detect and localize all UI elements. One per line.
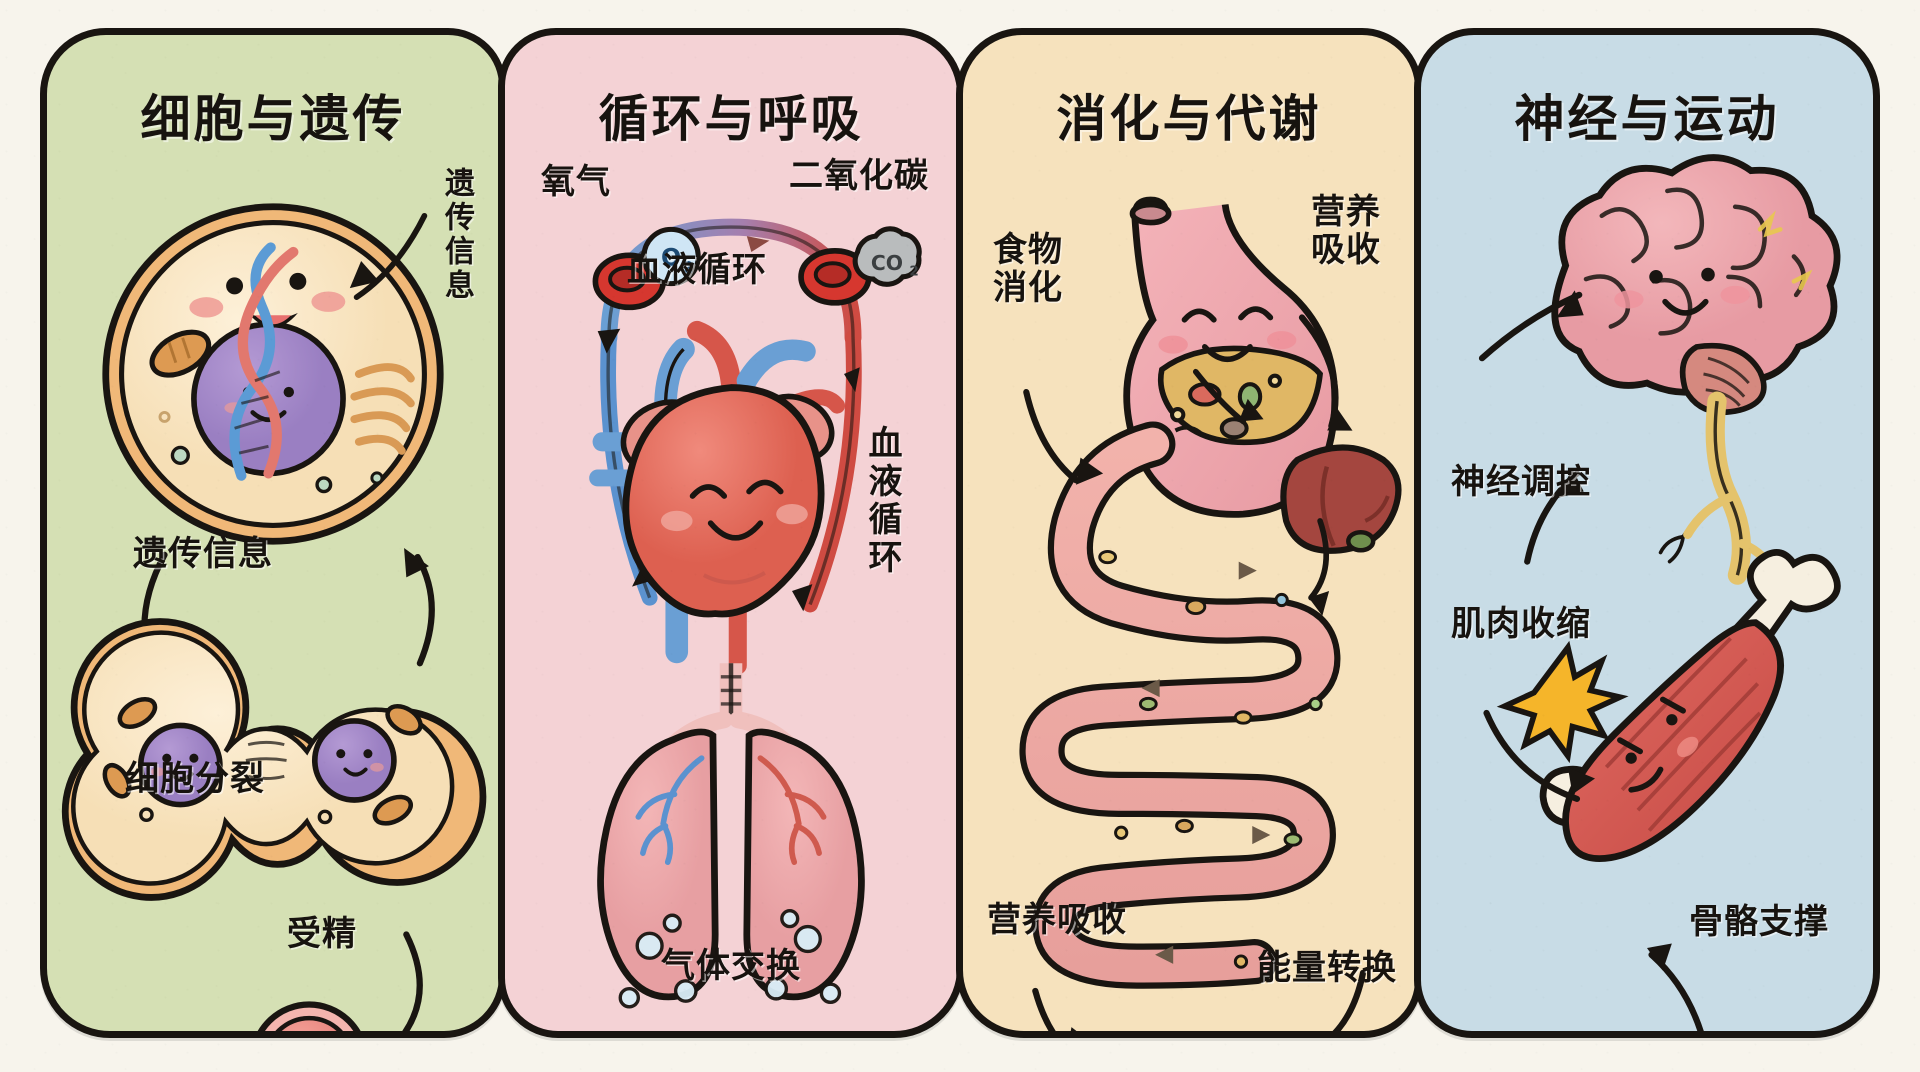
panel-nerves-movement[interactable]: 神经与运动 [1414, 28, 1880, 1038]
arrow-energy [1332, 969, 1367, 1031]
spark-figure [1496, 640, 1629, 764]
svg-text:2: 2 [909, 264, 918, 280]
panel-title-digestion-metabolism: 消化与代谢 [1056, 90, 1322, 148]
arrow-loop-right-down [843, 367, 860, 393]
arrow-to-fertilization [402, 931, 423, 1031]
label-gas-exchange: 气体交换 [661, 945, 801, 986]
arrow-nutrient-bottom [1032, 987, 1056, 1031]
co2-molecule-figure: CO 2 [852, 226, 922, 287]
lungs-figure [597, 663, 865, 1009]
arrow-food-digestion [1023, 388, 1080, 484]
stomach-figure [1123, 196, 1339, 518]
label-fertilization: 受精 [287, 914, 357, 954]
arrow-skeletal-support [1648, 951, 1704, 1031]
label-food-digestion: 食物 消化 [993, 230, 1063, 309]
heart-figure [589, 320, 846, 675]
golgi [350, 363, 415, 455]
muscle-bone-figure [1539, 549, 1841, 862]
arrow-genetic-info [353, 212, 428, 300]
label-skeletal-support: 骨骼支撑 [1689, 901, 1829, 942]
label-genetic-info: 遗传信息 [133, 534, 273, 574]
circulation-artwork: O 2 CO 2 [589, 218, 922, 1009]
panel-circulation-respiration[interactable]: 循环与呼吸 [498, 28, 964, 1038]
label-blood-circulation-vertical: 血液循环 [862, 425, 902, 577]
mitochondrion [149, 329, 212, 378]
svg-text:O: O [661, 244, 681, 272]
arrow-to-brain [1478, 291, 1583, 362]
cells-genetics-artwork [61, 203, 487, 1031]
svg-text:2: 2 [683, 257, 694, 276]
arrow-loop-right-down2 [792, 584, 813, 612]
dna-helix [229, 242, 299, 481]
brain-figure [1551, 154, 1841, 609]
dividing-cell-figure [61, 618, 487, 901]
panel-cells-genetics[interactable]: 细胞与遗传 [40, 28, 506, 1038]
label-nutrient-absorption-top: 营养 吸收 [1311, 192, 1381, 271]
arrow-nutrient-absorb [1298, 314, 1339, 430]
label-cell-division: 细胞分裂 [125, 759, 265, 799]
label-carbon-dioxide: 二氧化碳 [789, 156, 929, 196]
arrow-muscle-contraction [1483, 709, 1581, 802]
panel-title-cells-genetics: 细胞与遗传 [140, 90, 406, 148]
bronchi-right [757, 755, 827, 865]
liver-figure [1280, 444, 1402, 554]
label-oxygen: 氧气 [541, 162, 611, 202]
arrow-loop-left-up [597, 328, 621, 354]
label-muscle-contraction: 肌肉收缩 [1451, 604, 1591, 644]
panel-title-nerves-movement: 神经与运动 [1514, 90, 1780, 148]
svg-text:CO: CO [871, 251, 903, 275]
panel-digestion-metabolism[interactable]: 消化与代谢 [956, 28, 1422, 1038]
arrow-up-right [414, 553, 435, 667]
intestine-figure [1019, 421, 1341, 989]
ovum-figure [257, 1001, 361, 1031]
panel-title-circulation-respiration: 循环与呼吸 [598, 90, 864, 148]
cell-figure [102, 203, 444, 545]
label-nutrient-absorption-bottom: 营养吸收 [987, 899, 1127, 940]
bronchi-left [635, 755, 705, 865]
digestion-artwork [1019, 196, 1402, 1031]
label-blood-circulation-top: 血液循环 [627, 250, 767, 290]
label-genetic-info-callout: 遗传信息 [439, 167, 474, 303]
nerves-movement-artwork [1478, 154, 1841, 1031]
label-energy-conversion: 能量转换 [1257, 947, 1397, 988]
label-neural-regulation: 神经调控 [1451, 462, 1591, 502]
o2-molecule-figure: O 2 [641, 226, 701, 287]
